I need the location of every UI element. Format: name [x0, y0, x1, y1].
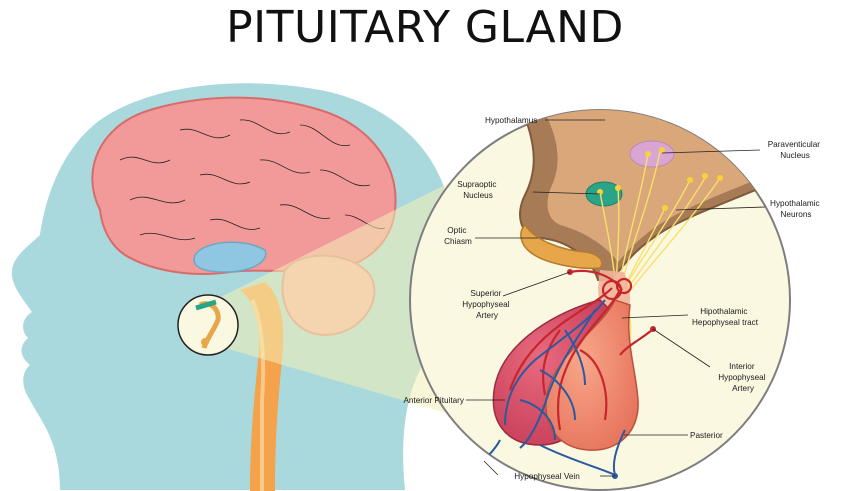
- zoom-source-circle: [177, 294, 239, 356]
- label-hypothalamic-tract: Hipothalamic Hepophyseal tract: [692, 307, 759, 327]
- label-hypothalamic-neurons: Hypothalamic Neurons: [770, 199, 822, 219]
- label-superior-artery: Superior Hypophyseal Artery: [462, 289, 512, 320]
- label-posterior: Pasterior: [690, 431, 723, 440]
- leader-lines: [466, 119, 766, 477]
- labels: Hypothalamus Paraventicular Nucleus Supr…: [403, 116, 823, 481]
- label-hypophyseal-vein: Hypophyseal Vein: [514, 472, 580, 481]
- zoom-beam: [215, 175, 470, 420]
- label-anterior-pituitary: Anterior Pituitary: [403, 396, 464, 405]
- label-paraventricular: Paraventicular Nucleus: [768, 140, 823, 160]
- label-hypothalamus: Hypothalamus: [485, 116, 537, 125]
- label-interior-artery: Interior Hypophyseal Artery: [718, 362, 768, 393]
- page-title: PITUITARY GLAND: [226, 2, 624, 53]
- label-supraoptic: Supraoptic Nucleus: [457, 180, 498, 200]
- label-optic-chiasm: Optic Chiasm: [444, 226, 472, 246]
